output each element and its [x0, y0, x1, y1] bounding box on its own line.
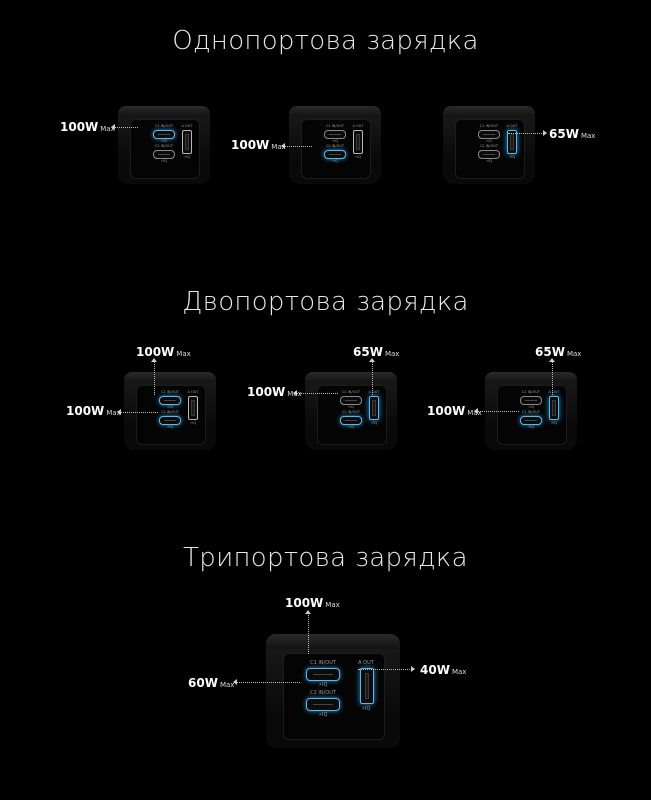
section-title-triple: Трипортова зарядка	[183, 543, 468, 573]
usb-a-port-icon	[353, 130, 363, 154]
usb-c2-port-icon	[153, 150, 175, 159]
power-arrow	[305, 610, 311, 654]
port-label-c2: C2 IN/OUT	[479, 144, 499, 148]
power-arrow	[281, 143, 312, 149]
port-panel: C1 IN/OUT ⚡IQ C2 IN/OUT ⚡IQ A OUT ⚡IQ	[283, 653, 385, 740]
port-label-a: A OUT	[181, 124, 193, 128]
usb-a-port-icon	[360, 668, 374, 704]
port-label-a: A OUT	[358, 660, 374, 666]
power-arrow	[508, 130, 547, 136]
usb-a-port-icon	[369, 396, 379, 420]
charger-single-c2: C1 IN/OUT ⚡IQ C2 IN/OUT ⚡IQ A OUT ⚡IQ	[289, 106, 381, 184]
port-panel: C1 IN/OUT ⚡IQ C2 IN/OUT ⚡IQ A OUT ⚡IQ	[136, 385, 206, 445]
power-arrow	[233, 679, 300, 685]
usb-c1-port-icon	[159, 396, 181, 405]
usb-a-port-icon	[549, 396, 559, 420]
port-label-c1: C1 IN/OUT	[341, 390, 361, 394]
usb-c1-port-icon	[520, 396, 542, 405]
usb-c2-port-icon	[340, 416, 362, 425]
port-label-c2: C2 IN/OUT	[154, 144, 174, 148]
charger-triple: C1 IN/OUT ⚡IQ C2 IN/OUT ⚡IQ A OUT ⚡IQ	[266, 634, 400, 748]
port-label-a: A OUT	[368, 390, 380, 394]
port-panel: C1 IN/OUT ⚡IQ C2 IN/OUT ⚡IQ A OUT ⚡IQ	[301, 119, 371, 179]
port-label-a: A OUT	[506, 124, 518, 128]
charger-single-c1: C1 IN/OUT ⚡IQ C2 IN/OUT ⚡IQ A OUT ⚡IQ	[118, 106, 210, 184]
port-label-c1: C1 IN/OUT	[479, 124, 499, 128]
power-arrow	[293, 390, 338, 396]
power-arrow	[369, 358, 375, 395]
usb-c1-port-icon	[306, 668, 340, 681]
port-label-c2: C2 IN/OUT	[521, 410, 541, 414]
port-label-a: A OUT	[352, 124, 364, 128]
port-label-a: A OUT	[548, 390, 560, 394]
port-label-c2: C2 IN/OUT	[310, 690, 336, 696]
usb-c1-port-icon	[340, 396, 362, 405]
port-panel: C1 IN/OUT ⚡IQ C2 IN/OUT ⚡IQ A OUT ⚡IQ	[455, 119, 525, 179]
port-label-c1: C1 IN/OUT	[521, 390, 541, 394]
usb-c2-port-icon	[478, 150, 500, 159]
power-arrow	[151, 358, 157, 395]
port-label-c2: C2 IN/OUT	[160, 410, 180, 414]
usb-c2-port-icon	[324, 150, 346, 159]
charger-dual-c1-c2: C1 IN/OUT ⚡IQ C2 IN/OUT ⚡IQ A OUT ⚡IQ	[124, 372, 216, 450]
charger-single-a: C1 IN/OUT ⚡IQ C2 IN/OUT ⚡IQ A OUT ⚡IQ	[443, 106, 535, 184]
power-arrow	[549, 358, 555, 395]
port-label-a: A OUT	[187, 390, 199, 394]
port-label-c1: C1 IN/OUT	[310, 660, 336, 666]
power-arrow	[117, 409, 158, 415]
power-arrow	[358, 666, 415, 672]
port-label-c2: C2 IN/OUT	[325, 144, 345, 148]
usb-c1-port-icon	[324, 130, 346, 139]
port-label-c2: C2 IN/OUT	[341, 410, 361, 414]
port-panel: C1 IN/OUT ⚡IQ C2 IN/OUT ⚡IQ A OUT ⚡IQ	[317, 385, 387, 445]
power-arrow	[111, 124, 138, 130]
port-panel: C1 IN/OUT ⚡IQ C2 IN/OUT ⚡IQ A OUT ⚡IQ	[497, 385, 567, 445]
usb-a-port-icon	[188, 396, 198, 420]
usb-a-port-icon	[507, 130, 517, 154]
usb-c2-port-icon	[306, 698, 340, 711]
section-title-single: Однопортова зарядка	[172, 26, 479, 56]
port-panel: C1 IN/OUT ⚡IQ C2 IN/OUT ⚡IQ A OUT ⚡IQ	[130, 119, 200, 179]
power-arrow	[474, 408, 519, 414]
usb-c2-port-icon	[159, 416, 181, 425]
usb-a-port-icon	[182, 130, 192, 154]
charger-dual-c2-a: C1 IN/OUT ⚡IQ C2 IN/OUT ⚡IQ A OUT ⚡IQ	[305, 372, 397, 450]
usb-c2-port-icon	[520, 416, 542, 425]
port-label-c1: C1 IN/OUT	[325, 124, 345, 128]
section-title-dual: Двопортова зарядка	[182, 287, 469, 317]
port-label-c1: C1 IN/OUT	[160, 390, 180, 394]
usb-c1-port-icon	[478, 130, 500, 139]
port-label-c1: C1 IN/OUT	[154, 124, 174, 128]
usb-c1-port-icon	[153, 130, 175, 139]
